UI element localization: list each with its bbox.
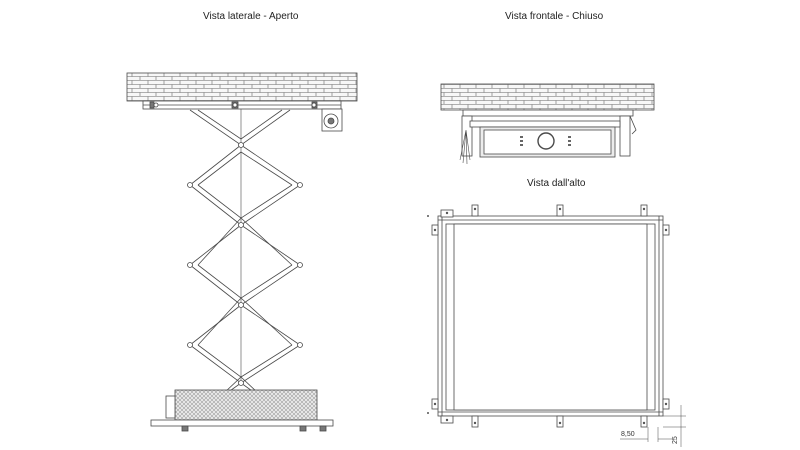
ceiling-brick-front — [440, 83, 655, 111]
motor-pulley — [321, 108, 343, 132]
dimension-label-horizontal: 8,50 — [621, 431, 635, 438]
ceiling-brick-side — [126, 72, 358, 102]
scissor-mechanism — [181, 109, 303, 426]
side-view-title: Vista laterale - Aperto — [203, 11, 299, 22]
bottom-plate — [150, 419, 334, 427]
projector-lens — [537, 132, 555, 150]
projector-cage — [174, 389, 318, 421]
front-view-title: Vista frontale - Chiuso — [505, 11, 604, 22]
front-view — [440, 83, 655, 165]
side-view — [126, 72, 358, 432]
front-cables — [459, 129, 471, 165]
top-view-title: Vista dall'alto — [527, 178, 586, 189]
dimension-label-vertical: 25 — [672, 436, 679, 444]
dimension-lines — [620, 405, 686, 447]
top-view — [427, 204, 686, 447]
